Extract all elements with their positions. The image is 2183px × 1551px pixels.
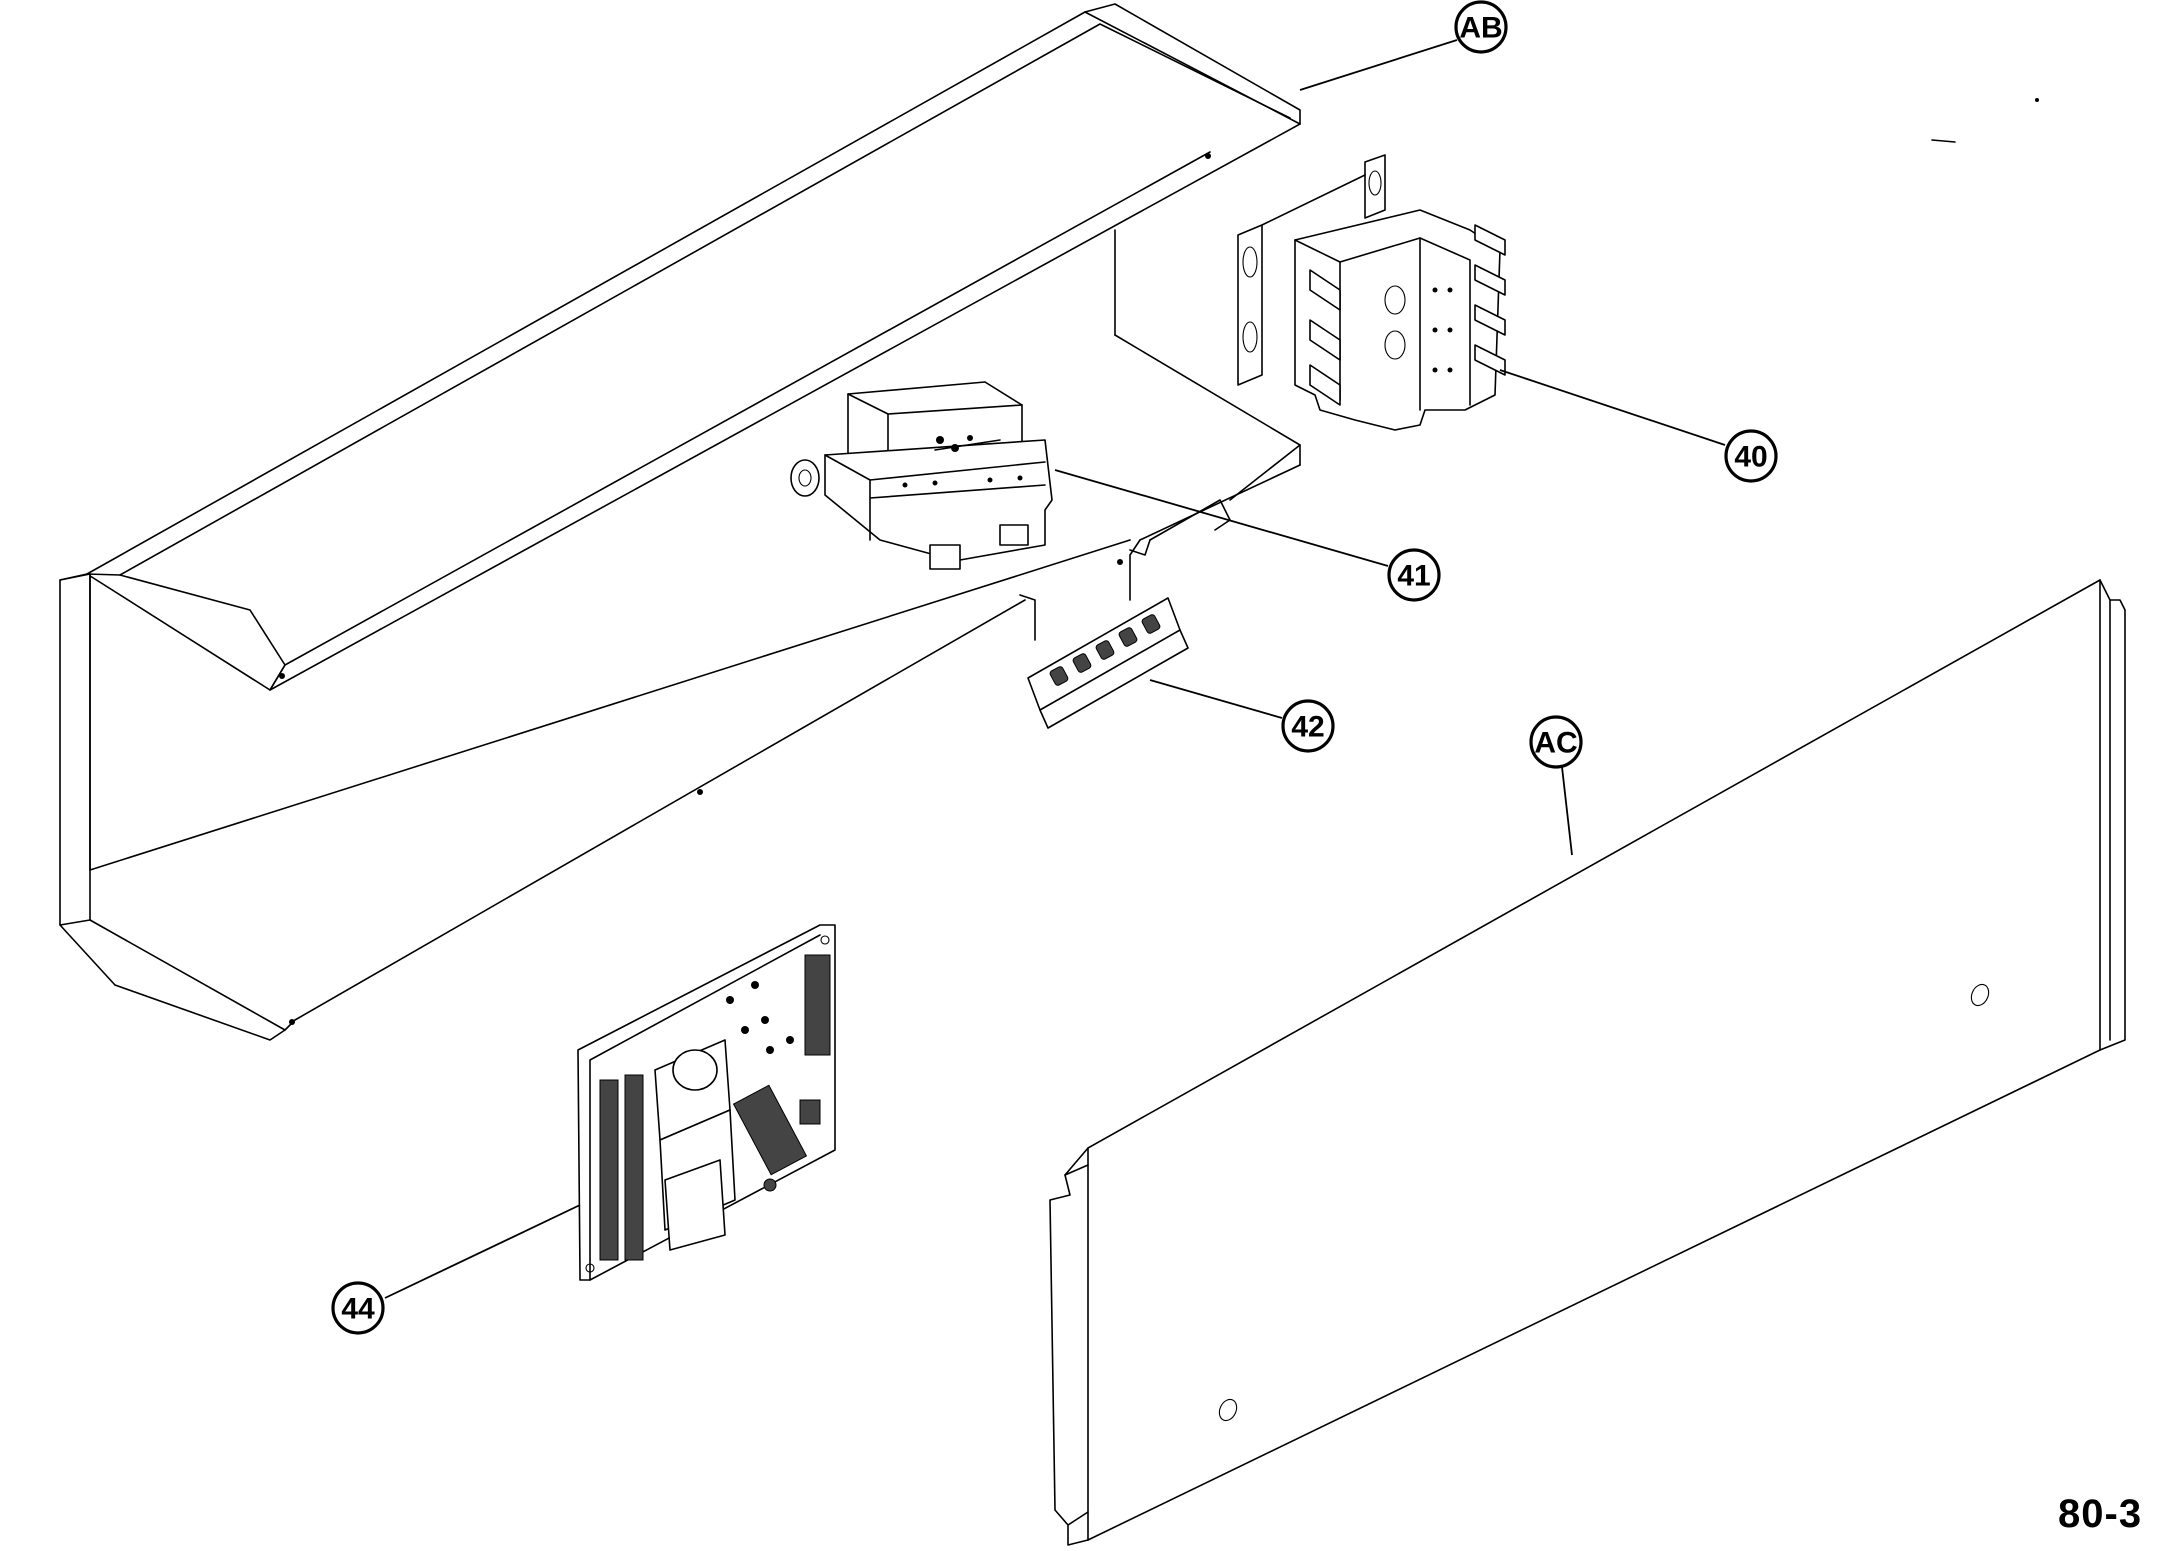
callout-ab-label: AB [1459, 12, 1502, 45]
control-board-part [577, 924, 836, 1281]
callout-ab: AB [1454, 0, 1508, 54]
callout-41: 41 [1387, 548, 1441, 602]
terminal-strip-part [1027, 597, 1189, 729]
contactor-part [1237, 154, 1506, 431]
callout-41-label: 41 [1397, 560, 1430, 593]
callout-ac-label: AC [1534, 727, 1577, 760]
callout-42-label: 42 [1291, 711, 1324, 744]
transformer-part [790, 381, 1053, 570]
callout-40: 40 [1724, 429, 1778, 483]
callout-ac: AC [1529, 715, 1583, 769]
contactor-terminals [1309, 224, 1506, 406]
drawing-number: 80-3 [2058, 1492, 2143, 1536]
access-panel-part [1049, 579, 2126, 1546]
leader-lines [384, 39, 1726, 1299]
callout-44: 44 [331, 1281, 385, 1335]
control-box-housing [59, 3, 1301, 1041]
board-terminal-block-right [804, 954, 831, 1056]
board-terminal-block-left [599, 1074, 644, 1261]
callout-44-label: 44 [341, 1293, 375, 1326]
callout-40-label: 40 [1734, 441, 1767, 474]
callout-42: 42 [1281, 699, 1335, 753]
